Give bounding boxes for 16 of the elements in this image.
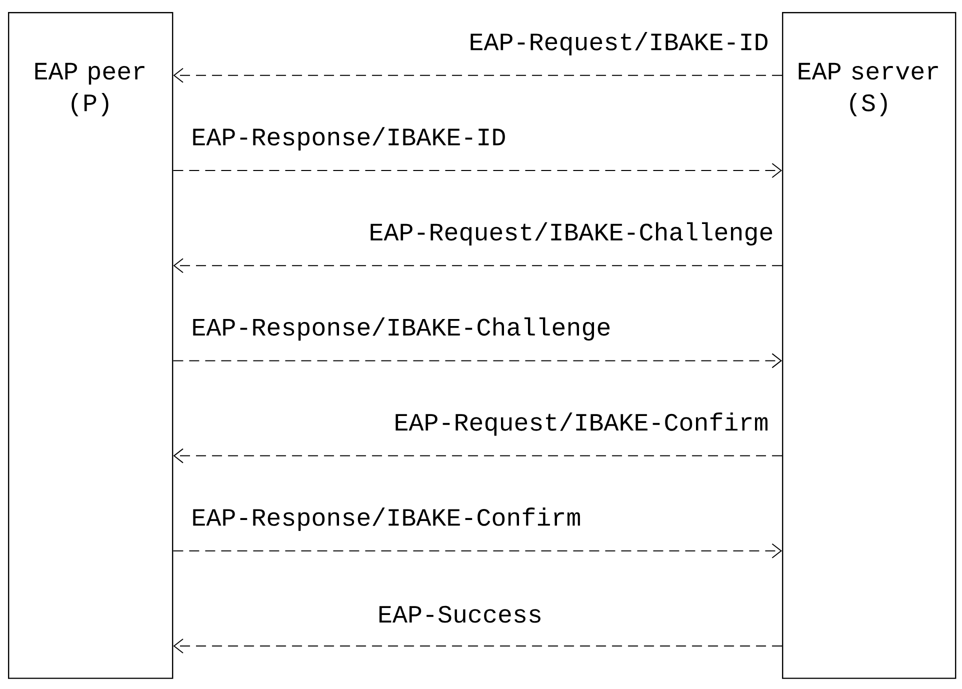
arrow (173, 448, 782, 464)
arrow (173, 68, 782, 83)
arrow (173, 638, 782, 654)
participant-box: EAP server (S) (782, 12, 956, 679)
edge-label: EAP-Response/IBAKE-Confirm (193, 508, 580, 531)
arrow (172, 353, 782, 368)
edge-label: EAP-Request/IBAKE-ID (470, 32, 768, 56)
arrow (172, 163, 782, 178)
edge-label: EAP-Request/IBAKE-Challenge (370, 222, 772, 246)
edge-label: EAP-Success (379, 606, 540, 623)
edge-label: EAP-Request/IBAKE-Confirm (396, 412, 768, 436)
participant-box: EAP peer (P) (8, 12, 174, 679)
arrow (173, 258, 782, 274)
arrow (172, 543, 782, 558)
edge-label: EAP-Response/IBAKE-ID (193, 127, 505, 150)
edge-label: EAP-Response/IBAKE-Challenge (193, 317, 610, 341)
